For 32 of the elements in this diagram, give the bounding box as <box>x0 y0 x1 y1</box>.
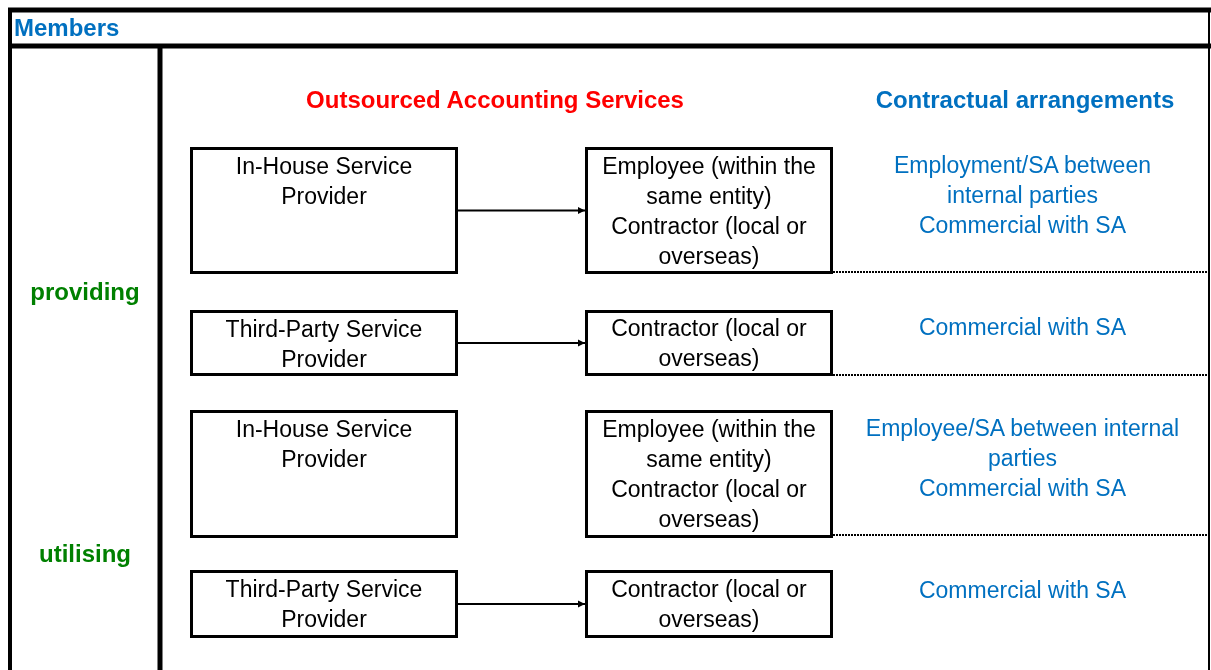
arrangement-text: Commercial with SA <box>917 211 1127 240</box>
arrangement-text: Employee/SA between internal parties <box>864 414 1181 473</box>
box-text: Employee (within the same entity) <box>601 415 817 474</box>
box-text: Contractor (local or overseas) <box>610 211 808 271</box>
heading: Contractual arrangements <box>874 85 1176 115</box>
box-text: In-House Service Provider <box>234 415 414 474</box>
arrow <box>457 600 586 608</box>
box-text: Contractor (local or overseas) <box>610 314 808 373</box>
arrangement-text: Commercial with SA <box>917 313 1127 342</box>
process-box <box>585 147 833 274</box>
arrangement-text: Commercial with SA <box>917 576 1127 605</box>
process-box <box>585 570 833 638</box>
title-label: Members <box>14 13 121 43</box>
box-text: Employee (within the same entity) <box>601 151 817 211</box>
box-text: Contractor (local or overseas) <box>610 475 808 534</box>
process-box <box>190 410 458 538</box>
process-box <box>190 147 458 274</box>
box-text: Contractor (local or overseas) <box>610 575 808 634</box>
box-text: Third-Party Service Provider <box>224 315 424 374</box>
process-box <box>190 570 458 638</box>
arrangement-text: Employment/SA between internal parties <box>893 151 1152 210</box>
process-box <box>585 310 833 376</box>
box-text: In-House Service Provider <box>234 152 414 211</box>
arrangement-text: Commercial with SA <box>917 474 1127 503</box>
side-label: utilising <box>38 539 132 569</box>
process-box <box>190 310 458 376</box>
arrow <box>457 339 586 347</box>
arrow <box>457 207 586 214</box>
box-text: Third-Party Service Provider <box>224 575 424 634</box>
process-box <box>585 410 833 538</box>
heading: Outsourced Accounting Services <box>305 85 685 115</box>
side-label: providing <box>29 277 141 307</box>
